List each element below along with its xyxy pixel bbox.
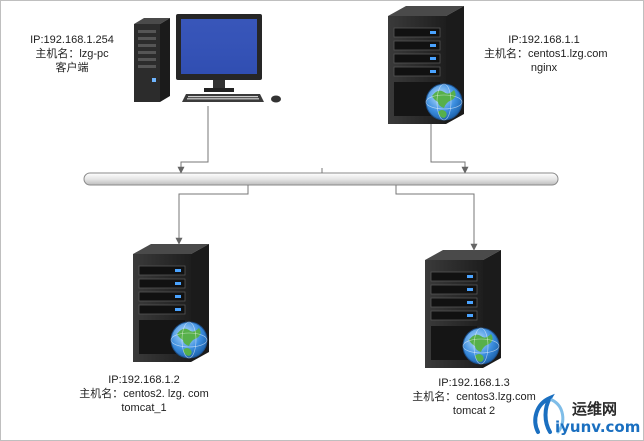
tomcat1-server bbox=[132, 243, 210, 363]
client-mouse bbox=[271, 95, 281, 103]
nginx-label: IP:192.168.1.1 主机名：centos1.lzg.com nginx bbox=[484, 33, 608, 75]
nginx-server bbox=[387, 5, 465, 125]
connectors bbox=[175, 106, 478, 251]
client-ip: IP:192.168.1.254 bbox=[30, 34, 114, 46]
tomcat2-role: tomcat 2 bbox=[452, 405, 496, 417]
watermark-url: iyunv.com bbox=[555, 418, 641, 436]
nginx-link bbox=[430, 124, 469, 174]
network-bus bbox=[83, 168, 559, 186]
tomcat1-role: tomcat_1 bbox=[121, 402, 167, 414]
client-keyboard bbox=[182, 94, 264, 102]
client-tower bbox=[134, 18, 170, 102]
tomcat1-label: IP:192.168.1.2 主机名：centos2. lzg. com tom… bbox=[74, 373, 214, 415]
client-hostname: 主机名：lzg-pc bbox=[35, 48, 109, 60]
client-role: 客户端 bbox=[55, 62, 89, 74]
client-label: IP:192.168.1.254 主机名：lzg-pc 客户端 bbox=[22, 33, 122, 75]
tomcat1-hostname: 主机名：centos2. lzg. com bbox=[79, 388, 209, 400]
tomcat2-ip: IP:192.168.1.3 bbox=[438, 377, 510, 389]
tomcat1-ip: IP:192.168.1.2 bbox=[108, 374, 180, 386]
client-link bbox=[177, 106, 209, 174]
tomcat2-hostname: 主机名：centos3.lzg.com bbox=[412, 391, 536, 403]
nginx-hostname: 主机名：centos1.lzg.com bbox=[484, 48, 608, 60]
tomcat2-link bbox=[395, 185, 478, 251]
client-monitor bbox=[176, 14, 262, 92]
tomcat1-link bbox=[175, 185, 249, 245]
watermark-logo-icon bbox=[533, 393, 565, 434]
tomcat2-server bbox=[424, 249, 502, 369]
nginx-role: nginx bbox=[530, 62, 558, 74]
watermark-cn: 运维网 bbox=[572, 400, 618, 418]
tomcat2-label: IP:192.168.1.3 主机名：centos3.lzg.com tomca… bbox=[404, 376, 544, 418]
nginx-ip: IP:192.168.1.1 bbox=[508, 34, 580, 46]
